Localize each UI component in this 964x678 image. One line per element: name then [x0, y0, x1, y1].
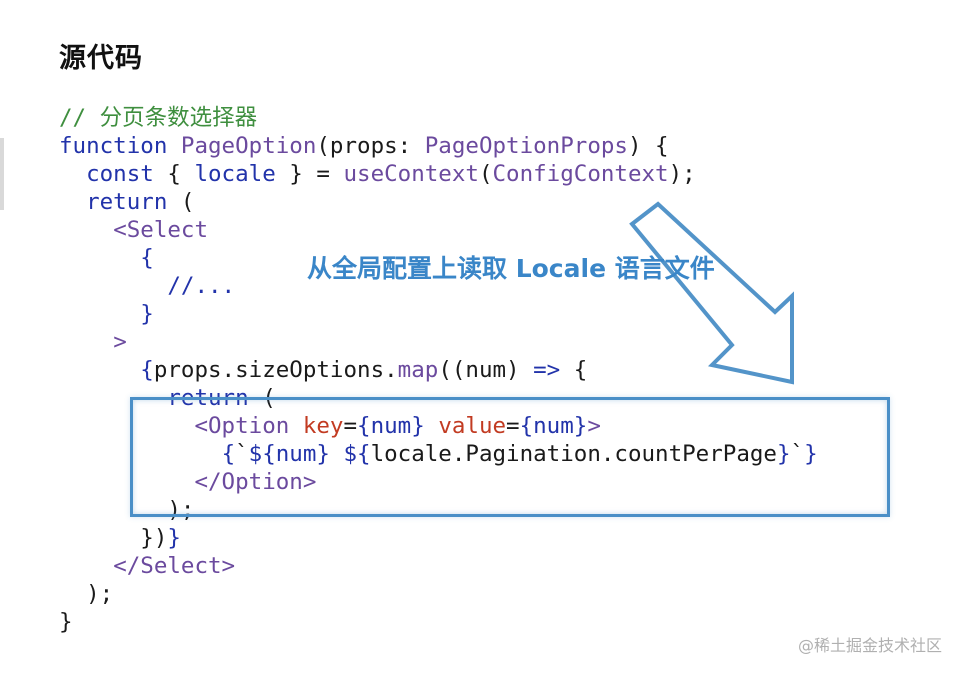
code-token	[59, 189, 86, 215]
code-token: } =	[275, 161, 344, 187]
code-token: PageOptionProps	[424, 133, 628, 159]
code-token: ((num)	[438, 357, 534, 383]
code-token	[59, 357, 140, 383]
code-line: function PageOption(props: PageOptionPro…	[59, 132, 818, 160]
code-token: `	[235, 441, 249, 467]
code-token	[59, 329, 113, 355]
code-token: =>	[533, 357, 561, 383]
code-token: ${num}	[248, 441, 330, 467]
code-token: =	[506, 413, 520, 439]
code-token: ConfigContext	[492, 161, 669, 187]
code-token: (props:	[316, 133, 425, 159]
code-token: {	[140, 357, 154, 383]
code-token: );	[59, 497, 195, 523]
code-token	[59, 553, 113, 579]
code-token: }	[776, 441, 791, 467]
code-line: <Option key={num} value={num}>	[59, 412, 818, 440]
code-line: }	[59, 300, 818, 328]
code-line: return (	[59, 188, 818, 216]
code-token: })	[59, 525, 168, 551]
code-token: return	[86, 189, 168, 215]
code-token: {	[560, 357, 588, 383]
code-token: }	[140, 301, 154, 327]
code-token: {	[140, 245, 154, 271]
code-token: (	[167, 189, 195, 215]
arrow-icon	[629, 201, 794, 385]
highlight-box	[130, 397, 890, 517]
code-line: // 分页条数选择器	[59, 104, 818, 132]
code-token: >	[587, 413, 601, 439]
code-line: );	[59, 496, 818, 524]
code-token: }	[167, 525, 181, 551]
code-token: ) {	[627, 133, 669, 159]
code-token	[167, 133, 181, 159]
code-line: {props.sizeOptions.map((num) => {	[59, 356, 818, 384]
annotation-label: 从全局配置上读取 Locale 语言文件	[307, 254, 715, 283]
code-token: }	[59, 609, 73, 635]
code-line: {	[59, 244, 818, 272]
code-token: //...	[167, 273, 236, 299]
code-token: (	[478, 161, 493, 187]
code-token: value	[438, 413, 507, 439]
code-token: >	[113, 329, 127, 355]
code-token: const	[86, 161, 154, 187]
code-token: ${	[343, 441, 371, 467]
page-title: 源代码	[59, 43, 143, 74]
code-token: {num}	[519, 413, 588, 439]
code-token: locale	[194, 161, 276, 187]
code-token: `	[790, 441, 805, 467]
code-token	[59, 245, 140, 271]
code-token: {	[221, 441, 236, 467]
code-token	[59, 161, 86, 187]
code-token: </Select>	[113, 553, 236, 579]
code-line: }	[59, 608, 818, 636]
code-line: );	[59, 580, 818, 608]
code-token: {num}	[357, 413, 425, 439]
code-token: </Option>	[194, 469, 317, 495]
code-token	[59, 301, 140, 327]
code-token	[59, 273, 167, 299]
code-token: PageOption	[180, 133, 317, 159]
code-line: })}	[59, 524, 818, 552]
code-token: props.sizeOptions.	[153, 357, 398, 383]
code-token: }	[804, 441, 818, 467]
code-line: >	[59, 328, 818, 356]
code-token	[59, 217, 113, 243]
code-token: locale.Pagination.countPerPage	[370, 441, 777, 467]
code-line: const { locale } = useContext(ConfigCont…	[59, 160, 818, 188]
code-token: key	[302, 413, 344, 439]
code-line: {`${num} ${locale.Pagination.countPerPag…	[59, 440, 818, 468]
code-token: function	[59, 133, 168, 159]
code-token: {	[153, 161, 195, 187]
code-token: useContext	[343, 161, 479, 187]
code-token: map	[397, 357, 439, 383]
code-line: </Select>	[59, 552, 818, 580]
code-token: =	[343, 413, 358, 439]
code-line: <Select	[59, 216, 818, 244]
code-token: // 分页条数选择器	[59, 105, 258, 131]
code-line: </Option>	[59, 468, 818, 496]
code-line: //...	[59, 272, 818, 300]
code-token: <Select	[113, 217, 209, 243]
watermark: @稀土掘金技术社区	[797, 636, 942, 655]
code-token: );	[668, 161, 696, 187]
code-token: <Option	[194, 413, 290, 439]
code-token: );	[59, 581, 114, 607]
left-edge-strip	[0, 138, 4, 210]
